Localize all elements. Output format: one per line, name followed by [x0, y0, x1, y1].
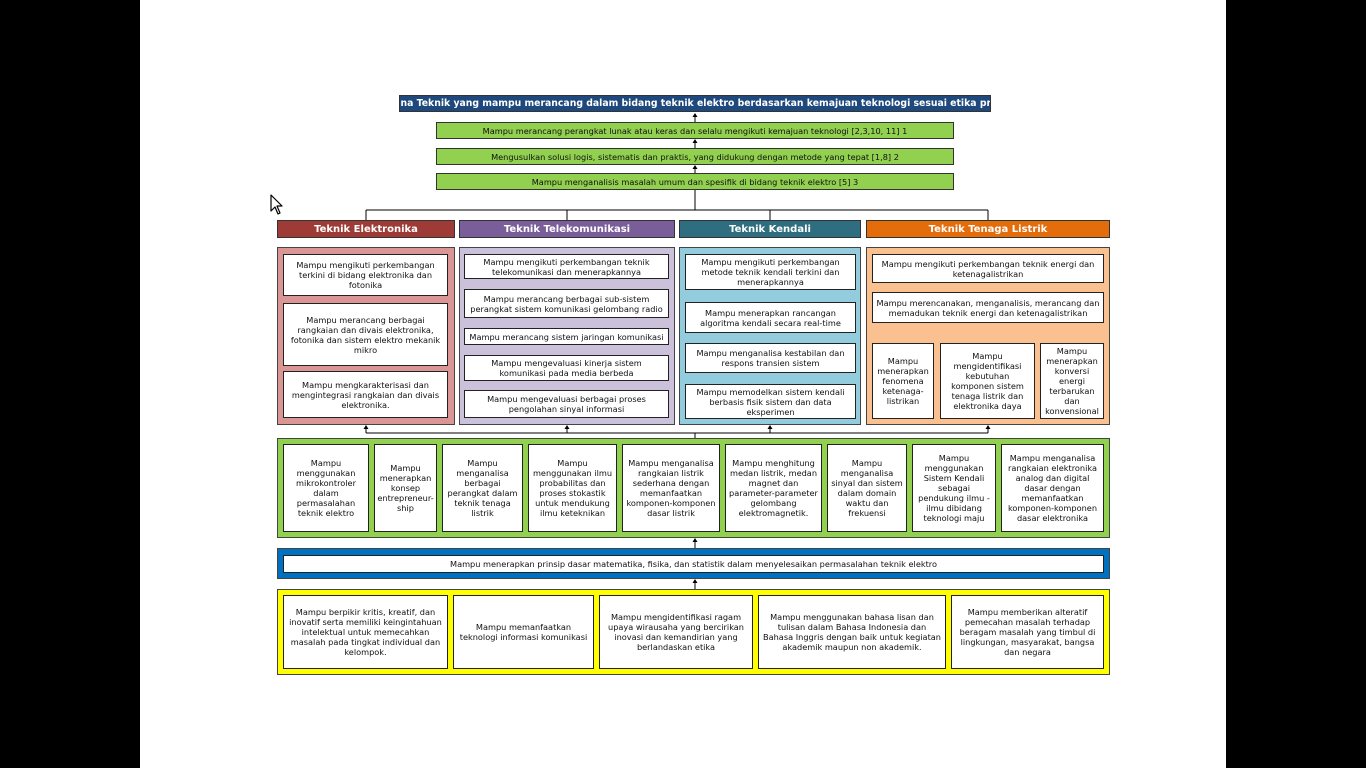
green-item-9: Mampu menganalisa rangkaian elektronika …: [1001, 444, 1104, 532]
green-item-1: Mampu menggunakan mikrokontroler dalam p…: [283, 444, 369, 532]
outcome-bar-2: Mengusulkan solusi logis, sistematis dan…: [436, 148, 954, 165]
yellow-item-1: Mampu berpikir kritis, kreatif, dan inov…: [283, 595, 448, 669]
tenaga-listrik-item-2: Mampu merencanakan, menganalisis, meranc…: [872, 292, 1104, 323]
green-item-3: Mampu menganalisa berbagai perangkat dal…: [442, 444, 523, 532]
slide-canvas: Sarjana Teknik yang mampu merancang dala…: [140, 0, 1226, 768]
blue-item: Mampu menerapkan prinsip dasar matematik…: [283, 555, 1104, 573]
program-title: Sarjana Teknik yang mampu merancang dala…: [399, 95, 991, 112]
telekomunikasi-item-1: Mampu mengikuti perkembangan teknik tele…: [464, 254, 669, 279]
header-teknik-elektronika: Teknik Elektronika: [277, 220, 455, 238]
cursor-arrow-icon: [270, 194, 283, 215]
yellow-item-3: Mampu mengidentifikasi ragam upaya wirau…: [599, 595, 753, 669]
header-teknik-telekomunikasi: Teknik Telekomunikasi: [459, 220, 675, 238]
tenaga-listrik-item-1: Mampu mengikuti perkembangan teknik ener…: [872, 254, 1104, 283]
kendali-item-2: Mampu menerapkan rancangan algoritma ken…: [685, 302, 856, 333]
telekomunikasi-item-4: Mampu mengevaluasi kinerja sistem komuni…: [464, 355, 669, 381]
kendali-item-1: Mampu mengikuti perkembangan metode tekn…: [685, 254, 856, 290]
yellow-item-2: Mampu memanfaatkan teknologi informasi k…: [453, 595, 594, 669]
elektronika-item-3: Mampu mengkarakterisasi dan mengintegras…: [283, 371, 448, 418]
green-item-8: Mampu menggunakan Sistem Kendali sebagai…: [912, 444, 996, 532]
green-item-7: Mampu menganalisa sinyal dan sistem dala…: [827, 444, 907, 532]
telekomunikasi-item-2: Mampu merancang berbagai sub-sistem pera…: [464, 289, 669, 318]
header-teknik-kendali: Teknik Kendali: [679, 220, 861, 238]
elektronika-item-2: Mampu merancang berbagai rangkaian dan d…: [283, 303, 448, 366]
green-item-2: Mampu menerapkan konsep entrepreneur-shi…: [374, 444, 437, 532]
telekomunikasi-item-3: Mampu merancang sistem jaringan komunika…: [464, 328, 669, 345]
telekomunikasi-item-5: Mampu mengevaluasi berbagai proses pengo…: [464, 390, 669, 418]
tenaga-listrik-sub-item-1: Mampu menerapkan fenomena ketenaga-listr…: [872, 343, 934, 419]
tenaga-listrik-sub-item-2: Mampu mengidentifikasi kebutuhan kompone…: [940, 343, 1035, 419]
outcome-bar-1: Mampu merancang perangkat lunak atau ker…: [436, 122, 954, 139]
header-teknik-tenaga-listrik: Teknik Tenaga Listrik: [866, 220, 1110, 238]
green-item-5: Mampu menganalisa rangkaian listrik sede…: [622, 444, 720, 532]
green-item-6: Mampu menghitung medan listrik, medan ma…: [725, 444, 822, 532]
tenaga-listrik-sub-item-3: Mampu menerapkan konversi energi terbaru…: [1040, 343, 1104, 419]
kendali-item-3: Mampu menganalisa kestabilan dan respons…: [685, 343, 856, 373]
kendali-item-4: Mampu memodelkan sistem kendali berbasis…: [685, 384, 856, 419]
green-item-4: Mampu menggunakan ilmu probabilitas dan …: [528, 444, 617, 532]
yellow-item-4: Mampu menggunakan bahasa lisan dan tulis…: [758, 595, 946, 669]
outcome-bar-3: Mampu menganalisis masalah umum dan spes…: [436, 173, 954, 190]
elektronika-item-1: Mampu mengikuti perkembangan terkini di …: [283, 254, 448, 296]
yellow-item-5: Mampu memberikan alteratif pemecahan mas…: [951, 595, 1104, 669]
